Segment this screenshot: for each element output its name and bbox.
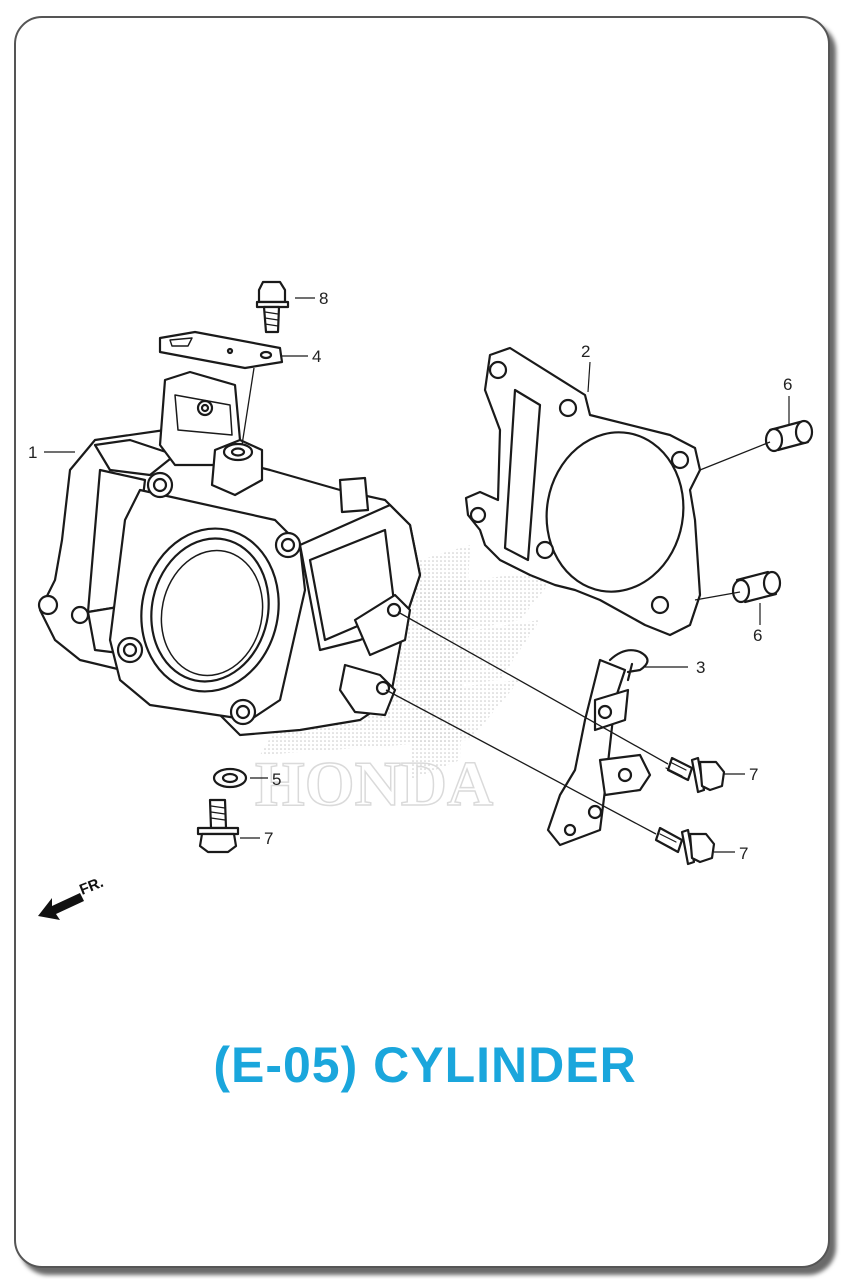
bracket-part bbox=[546, 658, 652, 847]
bolt-right-upper-part bbox=[665, 756, 726, 794]
callout-2: 2 bbox=[581, 342, 590, 361]
bolt-left-part bbox=[196, 798, 240, 854]
dowel-pin-upper-part bbox=[764, 419, 814, 453]
cylinder-body bbox=[37, 370, 422, 737]
front-direction-arrow: FR. bbox=[38, 874, 106, 920]
callout-3: 3 bbox=[696, 658, 705, 677]
front-label: FR. bbox=[77, 874, 106, 899]
callout-7-right-lower: 7 bbox=[739, 844, 748, 863]
page-title: (E-05) CYLINDER bbox=[213, 1037, 637, 1093]
callout-8: 8 bbox=[319, 289, 328, 308]
callout-6-upper: 6 bbox=[783, 375, 792, 394]
washer-part bbox=[212, 767, 248, 789]
assembly-lines bbox=[241, 367, 771, 835]
callout-1: 1 bbox=[28, 443, 37, 462]
bolt-top-part bbox=[255, 280, 290, 334]
watermark-text: HONDA bbox=[255, 748, 493, 819]
bolt-right-lower-part bbox=[654, 826, 716, 866]
callout-7-left: 7 bbox=[264, 829, 273, 848]
callout-4: 4 bbox=[312, 347, 321, 366]
clip-part bbox=[608, 649, 649, 682]
arrow-left-icon bbox=[38, 893, 84, 920]
gasket-part bbox=[464, 346, 702, 637]
stay-plate-part bbox=[158, 330, 284, 370]
callout-6-lower: 6 bbox=[753, 626, 762, 645]
callout-5: 5 bbox=[272, 770, 281, 789]
dowel-pin-lower-part bbox=[731, 570, 782, 604]
callout-7-right-upper: 7 bbox=[749, 765, 758, 784]
honda-wing-watermark: HONDA bbox=[254, 545, 560, 820]
callouts: 1 2 3 4 5 6 6 7 7 7 8 bbox=[28, 289, 792, 863]
leader-lines bbox=[44, 297, 790, 853]
